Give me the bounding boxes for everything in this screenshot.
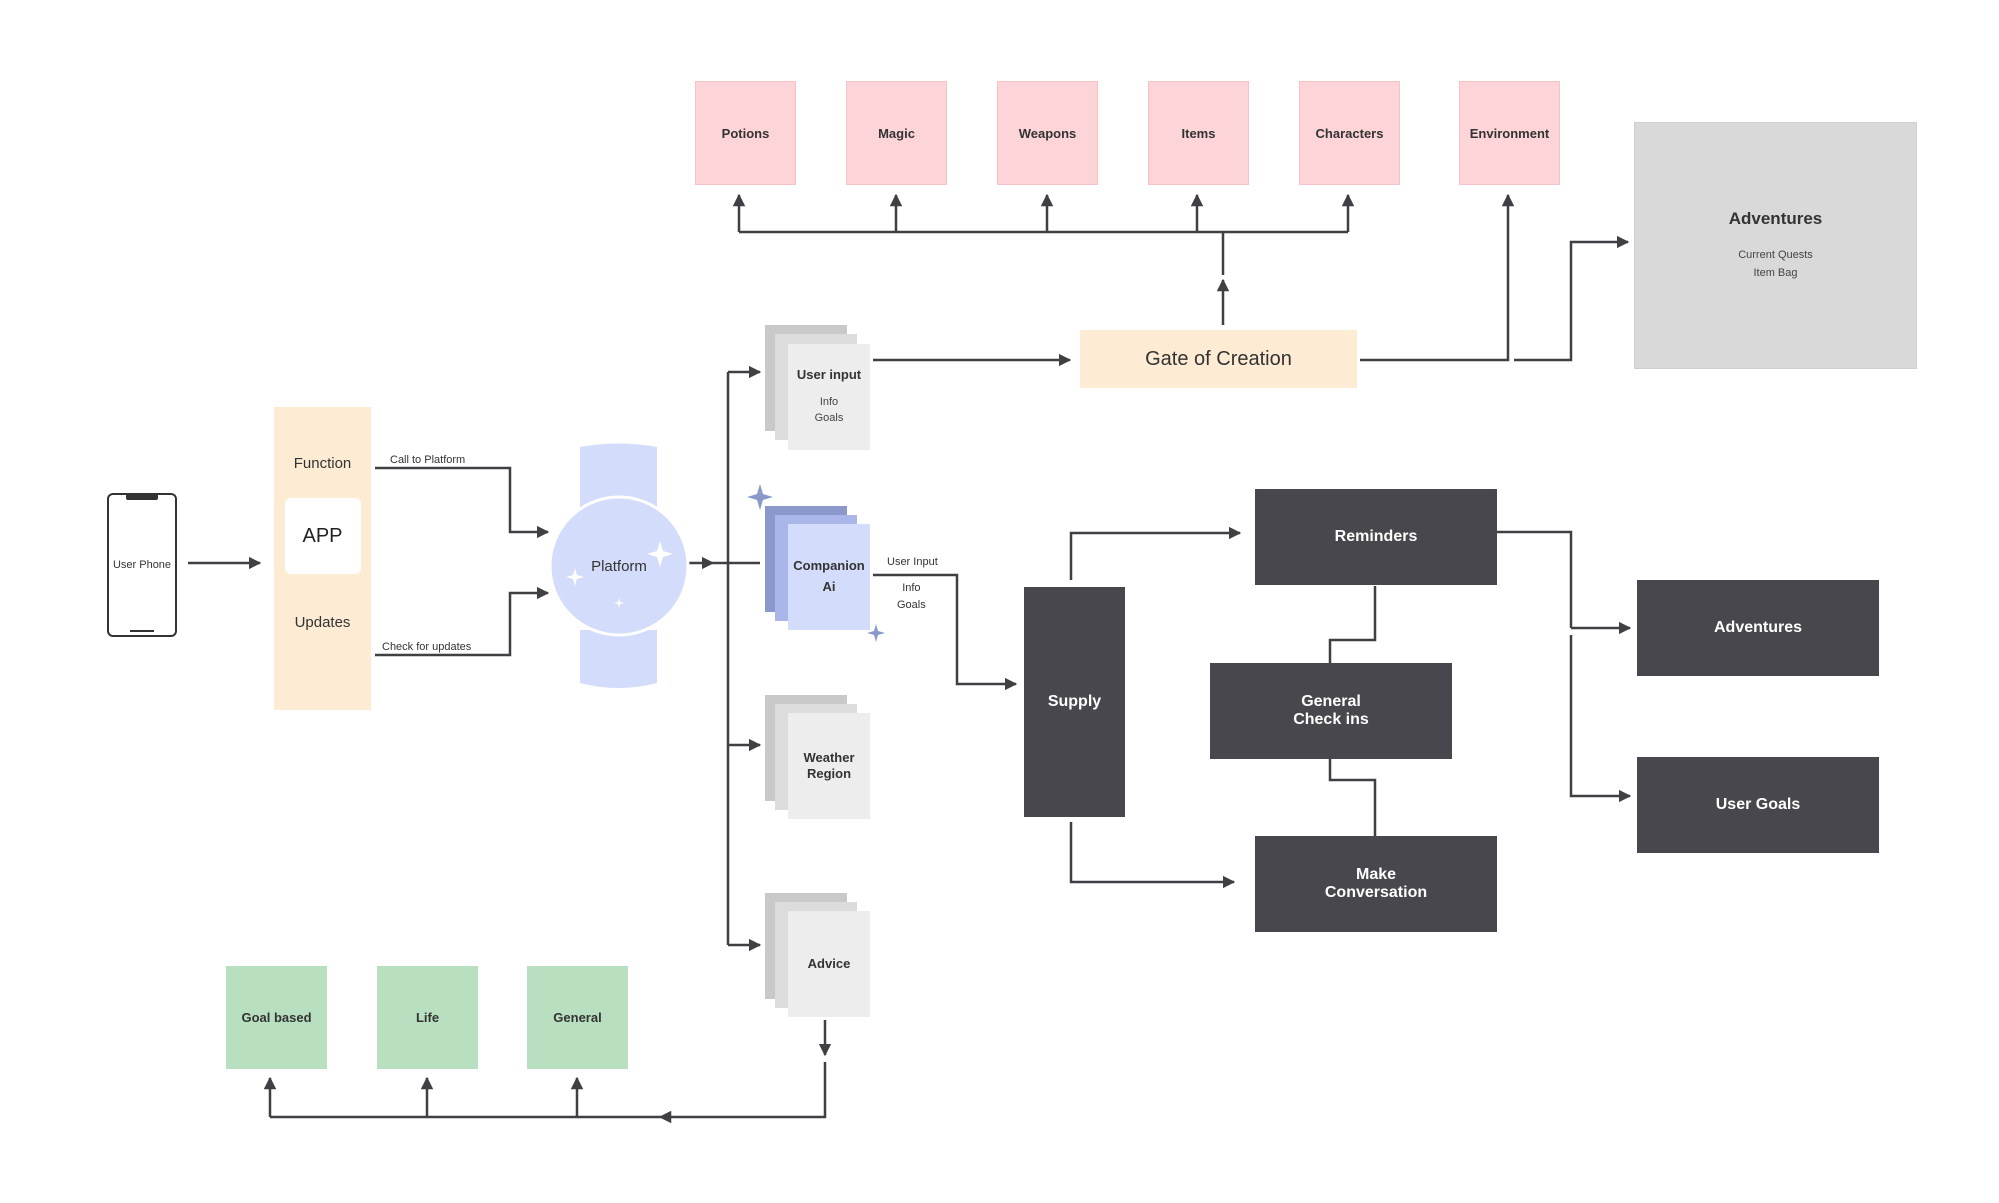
adventures-panel-title: Adventures: [1728, 209, 1823, 228]
user-input-sub: Info Goals: [814, 395, 844, 425]
reminders-node: Reminders: [1255, 489, 1497, 585]
gate-of-creation: Gate of Creation: [1080, 330, 1357, 388]
user-goals-node: User Goals: [1637, 757, 1879, 853]
adventures-panel-sub: Current Quests Item Bag: [1738, 249, 1813, 279]
make-conversation-label: Make Conversation: [1324, 865, 1428, 901]
stack-front-page: User input Info Goals: [788, 344, 870, 450]
arrow-environment: [1360, 193, 1515, 362]
app-label: APP: [302, 524, 343, 547]
user-input-connector-sub: Info Goals: [897, 582, 926, 611]
adventures-label: Adventures: [1713, 618, 1803, 636]
weather-region-title: Weather Region: [803, 749, 855, 781]
stack-front-page: Weather Region: [788, 713, 870, 819]
user-goals-label: User Goals: [1715, 795, 1801, 813]
advice-title: Advice: [807, 955, 851, 971]
creation-item-label: Environment: [1469, 125, 1550, 141]
user-input-connector-label: User Input: [887, 556, 938, 568]
platform-label: Platform: [591, 557, 647, 575]
arrow-supply-to-conversation: [1069, 822, 1236, 889]
supply-label: Supply: [1047, 692, 1102, 710]
function-label: Function: [293, 455, 352, 472]
creation-item-items: Items: [1148, 81, 1249, 185]
creation-item-environment: Environment: [1459, 81, 1560, 185]
companion-ai-title: Companion Ai: [793, 558, 865, 594]
make-conversation-node: Make Conversation: [1255, 836, 1497, 932]
link-checkins-conversation: [1328, 758, 1377, 836]
stack-front-page: Advice: [788, 911, 870, 1017]
user-phone-label: User Phone: [112, 559, 172, 571]
adventures-panel: Adventures Current Quests Item Bag: [1634, 122, 1917, 369]
sparkle-icons: [566, 541, 673, 608]
arrow-adventures-panel: [1514, 235, 1630, 362]
creation-item-characters: Characters: [1299, 81, 1400, 185]
creation-item-label: Potions: [721, 125, 770, 141]
user-phone-icon: [107, 493, 177, 637]
link-reminders-right: [1497, 530, 1573, 628]
advice-category-label: General: [553, 1010, 602, 1025]
user-input-title: User input: [796, 367, 862, 383]
arrow-check-for-updates: [375, 586, 550, 657]
general-check-ins-label: General Check ins: [1293, 692, 1369, 728]
check-for-updates-label: Check for updates: [382, 641, 472, 653]
creation-item-label: Items: [1181, 125, 1216, 141]
platform-watch-icon: [548, 443, 690, 688]
reminders-label: Reminders: [1334, 527, 1418, 545]
supply-node: Supply: [1024, 587, 1125, 817]
adventures-node: Adventures: [1637, 580, 1879, 676]
user-phone: User Phone: [108, 494, 176, 636]
creation-item-label: Weapons: [1018, 125, 1077, 141]
gate-of-creation-label: Gate of Creation: [1145, 347, 1292, 370]
stack-front-page: Companion Ai: [788, 524, 870, 630]
creation-item-label: Magic: [878, 125, 915, 141]
advice-category-goal-based: Goal based: [226, 966, 327, 1069]
link-reminders-checkins: [1328, 586, 1377, 663]
platform-node: Platform: [570, 548, 668, 584]
arrow-to-user-goals: [1569, 635, 1632, 803]
creation-item-weapons: Weapons: [997, 81, 1098, 185]
updates-label: Updates: [294, 614, 351, 631]
general-check-ins-node: General Check ins: [1210, 663, 1452, 759]
companion-sparkle-icons: [747, 484, 885, 642]
creation-item-potions: Potions: [695, 81, 796, 185]
advice-category-life: Life: [377, 966, 478, 1069]
creation-item-label: Characters: [1315, 125, 1384, 141]
call-to-platform-label: Call to Platform: [390, 454, 466, 466]
advice-category-label: Goal based: [241, 1010, 312, 1025]
arrow-advice-to-categories: [658, 1062, 827, 1124]
arrow-call-to-platform: [375, 466, 550, 539]
advice-category-label: Life: [415, 1010, 440, 1025]
arrow-companion-to-supply: [873, 573, 1018, 691]
app-box: APP: [284, 498, 361, 574]
advice-category-general: General: [527, 966, 628, 1069]
app-panel: Function APP Updates: [274, 407, 371, 710]
creation-item-magic: Magic: [846, 81, 947, 185]
arrow-supply-to-reminders: [1069, 526, 1242, 580]
